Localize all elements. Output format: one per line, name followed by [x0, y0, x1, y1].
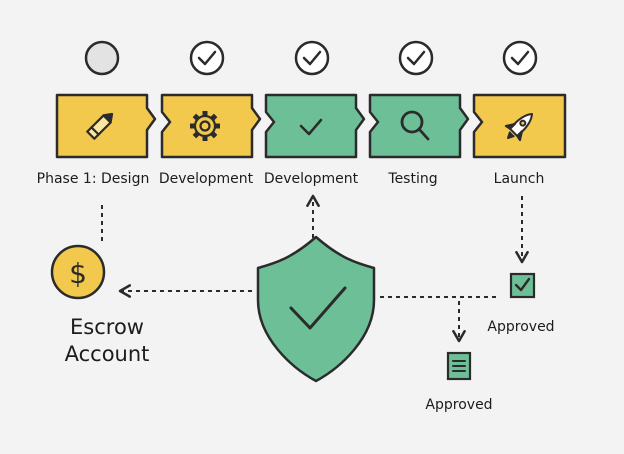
- approved-label-document: Approved: [425, 397, 493, 413]
- document-icon: [446, 351, 472, 381]
- check-icon: [299, 118, 323, 136]
- phase-1-label: Phase 1: Design: [36, 171, 150, 187]
- shield-check-icon: [256, 235, 376, 383]
- check-icon: [302, 50, 322, 66]
- phase-2-status-circle: [189, 40, 225, 76]
- gear-icon: [190, 111, 220, 141]
- dollar-coin-icon: $: [50, 244, 106, 300]
- phase-4-label: Testing: [388, 171, 438, 187]
- phase-4-block: [368, 93, 470, 159]
- rocket-icon: [504, 112, 534, 142]
- svg-text:$: $: [69, 257, 87, 290]
- checkbox-icon: [509, 272, 536, 299]
- phase-2-block: [160, 93, 262, 159]
- phase-5-label: Launch: [493, 171, 545, 187]
- escrow-label-line1: Escrow: [70, 315, 144, 339]
- phase-4-status-circle: [398, 40, 434, 76]
- check-icon: [510, 50, 530, 66]
- escrow-account-label: Escrow Account: [65, 314, 150, 368]
- phase-3-label: Development: [263, 171, 359, 187]
- check-icon: [406, 50, 426, 66]
- pencil-icon: [86, 112, 114, 140]
- phase-1-status-circle: [84, 40, 120, 76]
- check-icon: [197, 50, 217, 66]
- magnifier-icon: [400, 110, 430, 141]
- escrow-label-line2: Account: [64, 342, 150, 366]
- phase-5-status-circle: [502, 40, 538, 76]
- phase-2-label: Development: [158, 171, 254, 187]
- approved-label-checkbox: Approved: [487, 319, 555, 335]
- phase-3-status-circle: [294, 40, 330, 76]
